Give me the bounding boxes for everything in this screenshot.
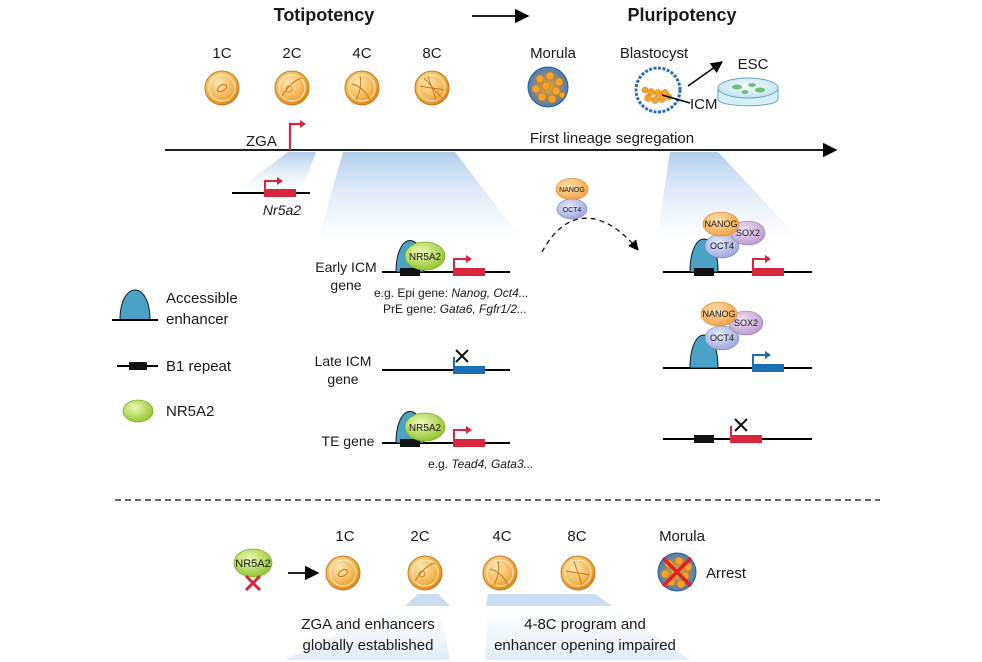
embryo-4c bbox=[344, 70, 380, 106]
zga-zoom-cone bbox=[230, 152, 316, 195]
floating-oct4 bbox=[556, 198, 588, 220]
esc-derivation-arrow bbox=[687, 61, 723, 87]
bottom-left-note-1: ZGA and enhancers bbox=[301, 616, 434, 633]
legend-enhancer-icon bbox=[112, 289, 158, 321]
totipotent-zoom-cone bbox=[315, 152, 530, 250]
legend-nr5a2-label: NR5A2 bbox=[166, 403, 214, 420]
embryo-morula bbox=[527, 66, 569, 108]
bottom-embryo-4c bbox=[482, 555, 518, 591]
zga-tss-arrow bbox=[288, 122, 302, 150]
stage-4c-label: 4C bbox=[352, 45, 371, 62]
legend-enhancer-label-1: Accessible bbox=[166, 290, 238, 307]
r2-nanog-label: NANOG bbox=[702, 309, 735, 319]
late-icm-gene-label-2: gene bbox=[327, 371, 358, 387]
pre-example: PrE gene: Gata6, Fgfr1/2... bbox=[383, 302, 527, 316]
legend-b1-label: B1 repeat bbox=[166, 358, 232, 375]
bottom-embryo-2c bbox=[407, 555, 443, 591]
icm-pointer bbox=[661, 94, 691, 104]
r1-nanog-label: NANOG bbox=[704, 219, 737, 229]
bottom-embryo-1c bbox=[325, 555, 361, 591]
nr5a2-gene-label: Nr5a2 bbox=[263, 202, 301, 218]
legend-nr5a2-icon bbox=[122, 399, 154, 423]
bottom-right-note-1: 4-8C program and bbox=[524, 616, 646, 633]
recruitment-dashed-arrow bbox=[541, 217, 639, 253]
te-gene-right bbox=[663, 418, 812, 443]
icm-label: ICM bbox=[690, 96, 718, 113]
early-icm-nr5a2-label: NR5A2 bbox=[409, 252, 442, 263]
bottom-left-note-2: globally established bbox=[303, 637, 434, 654]
stage-2c-label: 2C bbox=[282, 45, 301, 62]
te-gene-label: TE gene bbox=[322, 433, 375, 449]
bottom-4c-label: 4C bbox=[492, 528, 511, 545]
early-icm-gene-left bbox=[382, 240, 510, 276]
te-nr5a2-label: NR5A2 bbox=[409, 423, 442, 434]
floating-nanog-label: NANOG bbox=[559, 187, 585, 194]
zga-label: ZGA bbox=[246, 133, 277, 150]
totipotency-title: Totipotency bbox=[274, 5, 375, 25]
late-icm-gene-right bbox=[663, 301, 812, 372]
embryo-blastocyst bbox=[634, 66, 682, 114]
r2-oct4-label: OCT4 bbox=[710, 333, 734, 343]
nr5a2-knockout-x-icon bbox=[244, 574, 262, 592]
bottom-right-cone bbox=[485, 594, 690, 660]
early-icm-gene-label-2: gene bbox=[330, 277, 361, 293]
legend-b1-repeat-icon bbox=[117, 362, 158, 370]
legend-enhancer-label-2: enhancer bbox=[166, 311, 229, 328]
bottom-left-cone bbox=[285, 594, 450, 660]
early-icm-gene-right bbox=[663, 211, 812, 276]
esc-culture-dish bbox=[717, 77, 779, 107]
pluripotent-zoom-cone bbox=[655, 152, 810, 250]
early-icm-gene-label-1: Early ICM bbox=[315, 259, 376, 275]
r2-sox2-label: SOX2 bbox=[734, 318, 758, 328]
stage-1c-label: 1C bbox=[212, 45, 231, 62]
bottom-nr5a2 bbox=[233, 548, 273, 578]
epi-example: e.g. Epi gene: Nanog, Oct4... bbox=[374, 286, 529, 300]
bottom-morula-arrested bbox=[657, 552, 697, 592]
embryo-8c bbox=[414, 70, 450, 106]
bottom-8c-label: 8C bbox=[567, 528, 586, 545]
pluripotency-title: Pluripotency bbox=[627, 5, 736, 25]
late-icm-gene-label-1: Late ICM bbox=[315, 353, 372, 369]
bottom-morula-label: Morula bbox=[659, 528, 706, 545]
r1-sox2-label: SOX2 bbox=[736, 228, 760, 238]
lineage-segregation-label: First lineage segregation bbox=[530, 130, 694, 147]
floating-oct4-label: OCT4 bbox=[563, 207, 582, 214]
bottom-2c-label: 2C bbox=[410, 528, 429, 545]
bottom-1c-label: 1C bbox=[335, 528, 354, 545]
stage-morula-label: Morula bbox=[530, 45, 577, 62]
embryo-2c bbox=[274, 70, 310, 106]
bottom-right-note-2: enhancer opening impaired bbox=[494, 637, 676, 654]
stage-8c-label: 8C bbox=[422, 45, 441, 62]
r1-oct4-label: OCT4 bbox=[710, 241, 734, 251]
arrest-label: Arrest bbox=[706, 565, 747, 582]
nr5a2-gene-locus bbox=[232, 177, 310, 197]
stage-blastocyst-label: Blastocyst bbox=[620, 45, 689, 62]
te-gene-left bbox=[382, 411, 510, 447]
stage-esc-label: ESC bbox=[738, 56, 769, 73]
te-example: e.g. Tead4, Gata3... bbox=[428, 457, 534, 471]
late-icm-gene-left bbox=[382, 349, 510, 374]
embryo-1c bbox=[204, 70, 240, 106]
bottom-nr5a2-label: NR5A2 bbox=[235, 558, 270, 570]
bottom-embryo-8c bbox=[560, 555, 596, 591]
